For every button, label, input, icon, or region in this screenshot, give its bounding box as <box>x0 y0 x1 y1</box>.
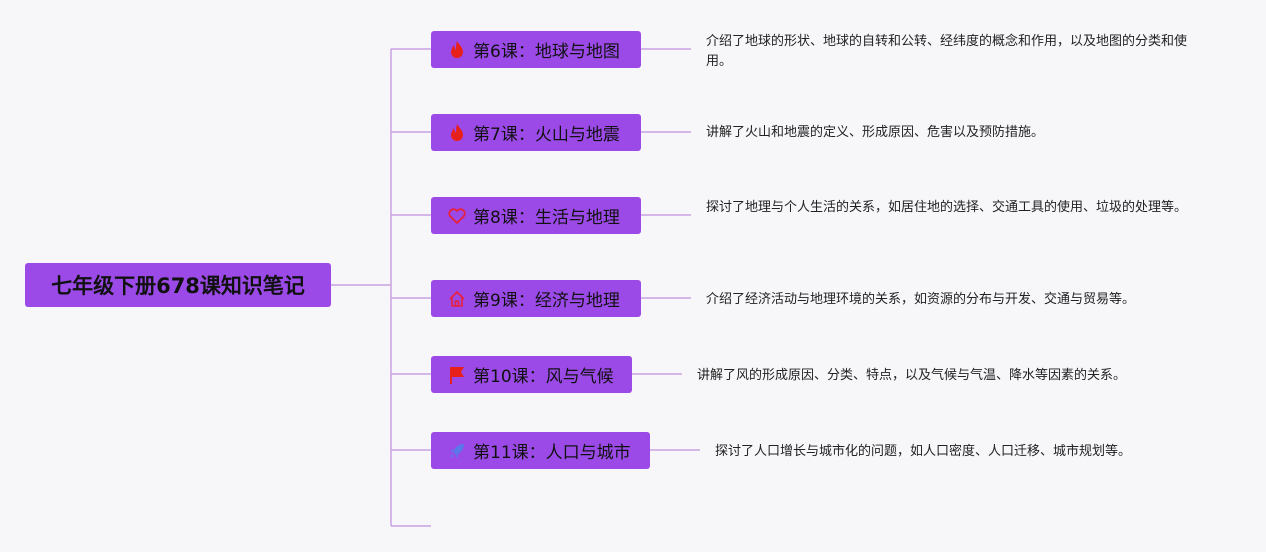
home-icon <box>447 289 467 309</box>
root-label: 七年级下册678课知识笔记 <box>51 274 305 298</box>
rocket-icon <box>447 441 467 461</box>
lesson-description-9: 介绍了经济活动与地理环境的关系，如资源的分布与开发、交通与贸易等。 <box>706 292 1136 307</box>
lesson-title: 第9课：经济与地理 <box>473 291 620 311</box>
lesson-description-10: 讲解了风的形成原因、分类、特点，以及气候与气温、降水等因素的关系。 <box>697 368 1127 383</box>
lesson-description-8: 探讨了地理与个人生活的关系，如居住地的选择、交通工具的使用、垃圾的处理等。 <box>706 200 1188 215</box>
lesson-node-7[interactable]: 第7课：火山与地震 <box>431 114 641 151</box>
fire-icon <box>447 123 467 143</box>
flag-icon <box>447 365 467 385</box>
lesson-node-6[interactable]: 第6课：地球与地图 <box>431 31 641 68</box>
lesson-node-9[interactable]: 第9课：经济与地理 <box>431 280 641 317</box>
lesson-title: 第10课：风与气候 <box>473 367 614 387</box>
lesson-title: 第6课：地球与地图 <box>473 42 620 62</box>
lesson-description-11: 探讨了人口增长与城市化的问题，如人口密度、人口迁移、城市规划等。 <box>715 444 1132 459</box>
lesson-title: 第8课：生活与地理 <box>473 208 620 228</box>
lesson-title: 第11课：人口与城市 <box>473 443 631 463</box>
lesson-node-10[interactable]: 第10课：风与气候 <box>431 356 632 393</box>
lesson-node-11[interactable]: 第11课：人口与城市 <box>431 432 650 469</box>
lesson-title: 第7课：火山与地震 <box>473 125 620 145</box>
lesson-description-7: 讲解了火山和地震的定义、形成原因、危害以及预防措施。 <box>706 125 1045 140</box>
lesson-node-8[interactable]: 第8课：生活与地理 <box>431 197 641 234</box>
fire-icon <box>447 40 467 60</box>
heart-icon <box>447 206 467 226</box>
lesson-description-6: 介绍了地球的形状、地球的自转和公转、经纬度的概念和作用，以及地图的分类和使用。 <box>706 34 1188 69</box>
root-node[interactable]: 七年级下册678课知识笔记 <box>25 263 331 307</box>
